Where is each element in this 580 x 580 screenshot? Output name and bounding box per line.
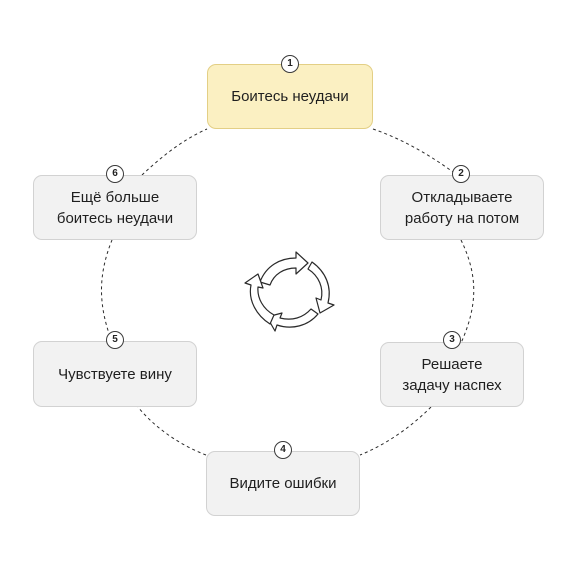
step-label-2: Откладываете работу на потом: [405, 187, 519, 229]
step-label-4: Видите ошибки: [229, 475, 337, 492]
step-box-3: Решаете задачу наспех: [380, 342, 524, 407]
step-badge-5: 5: [106, 331, 124, 349]
connector-5-6: [101, 239, 113, 343]
cycle-arrow-right: [307, 261, 335, 314]
step-box-1: Боитесь неудачи: [207, 64, 373, 129]
cycle-arrow-top: [259, 251, 309, 286]
step-label-3: Решаете задачу наспех: [402, 354, 501, 396]
step-label-3-line-2: задачу наспех: [402, 376, 502, 394]
step-box-4: Видите ошибки: [206, 451, 360, 516]
step-label-3-line-1: Решаете: [421, 355, 483, 373]
step-label-5: Чувствуете вину: [58, 365, 172, 383]
cycle-arrows-icon: [244, 251, 335, 332]
step-box-5: Чувствуете вину: [33, 341, 197, 407]
step-badge-6: 6: [106, 165, 124, 183]
step-badge-1: 1: [281, 55, 299, 73]
cycle-arrow-bottom: [266, 308, 319, 332]
connector-3-4: [359, 406, 432, 456]
step-label-6-line-1: Ещё больше: [70, 188, 160, 206]
connector-1-2: [372, 128, 462, 179]
step-box-2: Откладываете работу на потом: [380, 175, 544, 240]
connector-6-1: [141, 128, 208, 176]
step-label-6-line-2: боитесь неудачи: [56, 209, 174, 227]
step-badge-2: 2: [452, 165, 470, 183]
connector-4-5: [137, 406, 207, 456]
step-box-6: Ещё больше боитесь неудачи: [33, 175, 197, 240]
step-label-6: Ещё больше боитесь неудачи: [57, 187, 173, 229]
connector-2-3: [460, 239, 475, 344]
step-label-2-line-2: работу на потом: [404, 209, 520, 227]
cycle-arrow-left: [244, 273, 275, 325]
step-label-2-line-1: Откладываете: [411, 188, 513, 206]
step-badge-4: 4: [274, 441, 292, 459]
step-label-1: Боитесь неудачи: [231, 88, 349, 105]
step-badge-3: 3: [443, 331, 461, 349]
